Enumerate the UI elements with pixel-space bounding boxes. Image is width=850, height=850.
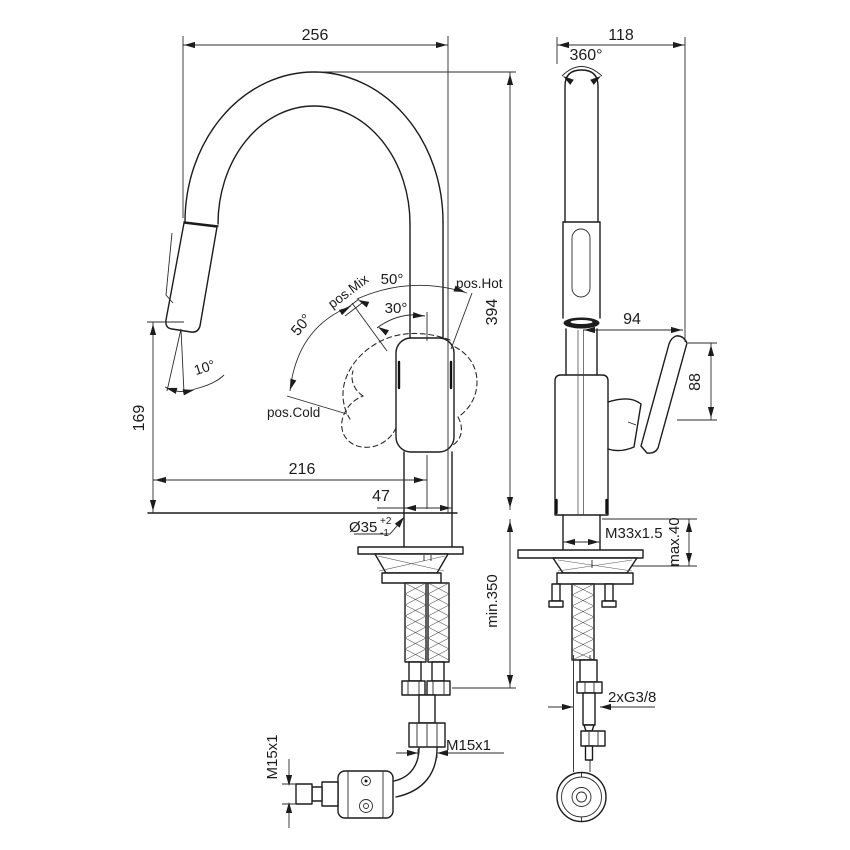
front-view-dimensions [149,36,516,828]
pos-mix-line [351,302,388,352]
dim-supply-label: 2xG3/8 [608,689,656,706]
mounting-nut-front [381,572,442,584]
dim-min-hose-label: min.350 [484,574,501,627]
tolerance-plus-label: +2 [380,516,392,527]
dim-hole-diameter-label: Ø35 [349,519,377,536]
angle-mix-label: 30° [385,300,408,317]
body-side [554,374,609,516]
spout-arch-outer [184,71,444,223]
pos-hot-label: pos.Hot [456,276,503,291]
dim-weight-coupling-label: M15x1 [264,734,281,779]
hose-nut-right [426,680,451,696]
hose-nut-left [401,680,426,696]
tolerance-minus-label: -1 [380,528,389,539]
pos-cold-line [286,395,348,415]
dim-reach-to-axis-label: 216 [289,461,316,478]
dim-thread-label: M33x1.5 [605,525,663,542]
angle-spray-label: 10° [192,356,217,378]
pos-hot-line [450,292,473,350]
g38-nut-lower [580,730,606,747]
handle-angle-annotations [164,284,473,415]
mounting-nut-side [556,572,634,585]
supply-hose-left [404,582,427,663]
quick-connector [295,783,313,805]
handle-phantom-positions [341,332,478,448]
escutcheon-side [517,549,644,559]
front-view-outline [147,71,464,819]
shank-side [562,514,601,551]
spout-arch-inner [217,105,411,225]
dim-depth-label: 118 [608,27,634,44]
angle-hot-range-label: 50° [381,271,404,288]
dim-spray-height-label: 169 [131,405,148,432]
shank-front [403,512,453,548]
dim-height-label: 394 [484,299,501,326]
dim-spout-reach-label: 256 [302,27,329,44]
hose-coil-end-view [556,771,607,823]
dim-handle-height-label: 88 [687,373,704,391]
dim-handle-reach-label: 94 [623,311,641,328]
handle-front [395,337,455,453]
body-column [403,451,453,514]
dim-hose-coupling-label: M15x1 [446,737,491,754]
spray-hose-curve [393,747,438,798]
swivel-angle-label: 360° [569,47,602,64]
supply-hose-right [427,582,450,663]
spray-head-side-detail [571,228,591,298]
hose-weight-block [337,770,394,819]
side-view-outline [517,69,688,823]
dim-body-width-label: 47 [372,488,390,505]
spray-head [165,222,218,333]
handle-side-lever [640,335,688,454]
escutcheon-front [357,546,464,555]
side-view-dimensions [548,37,717,711]
handle-side-boss [607,398,642,452]
pos-cold-label: pos.Cold [267,405,320,420]
spray-head-clip [165,232,174,304]
g38-nut-upper [576,681,603,694]
riser-column [564,69,599,223]
dim-max-deck-label: max.40 [666,517,683,566]
